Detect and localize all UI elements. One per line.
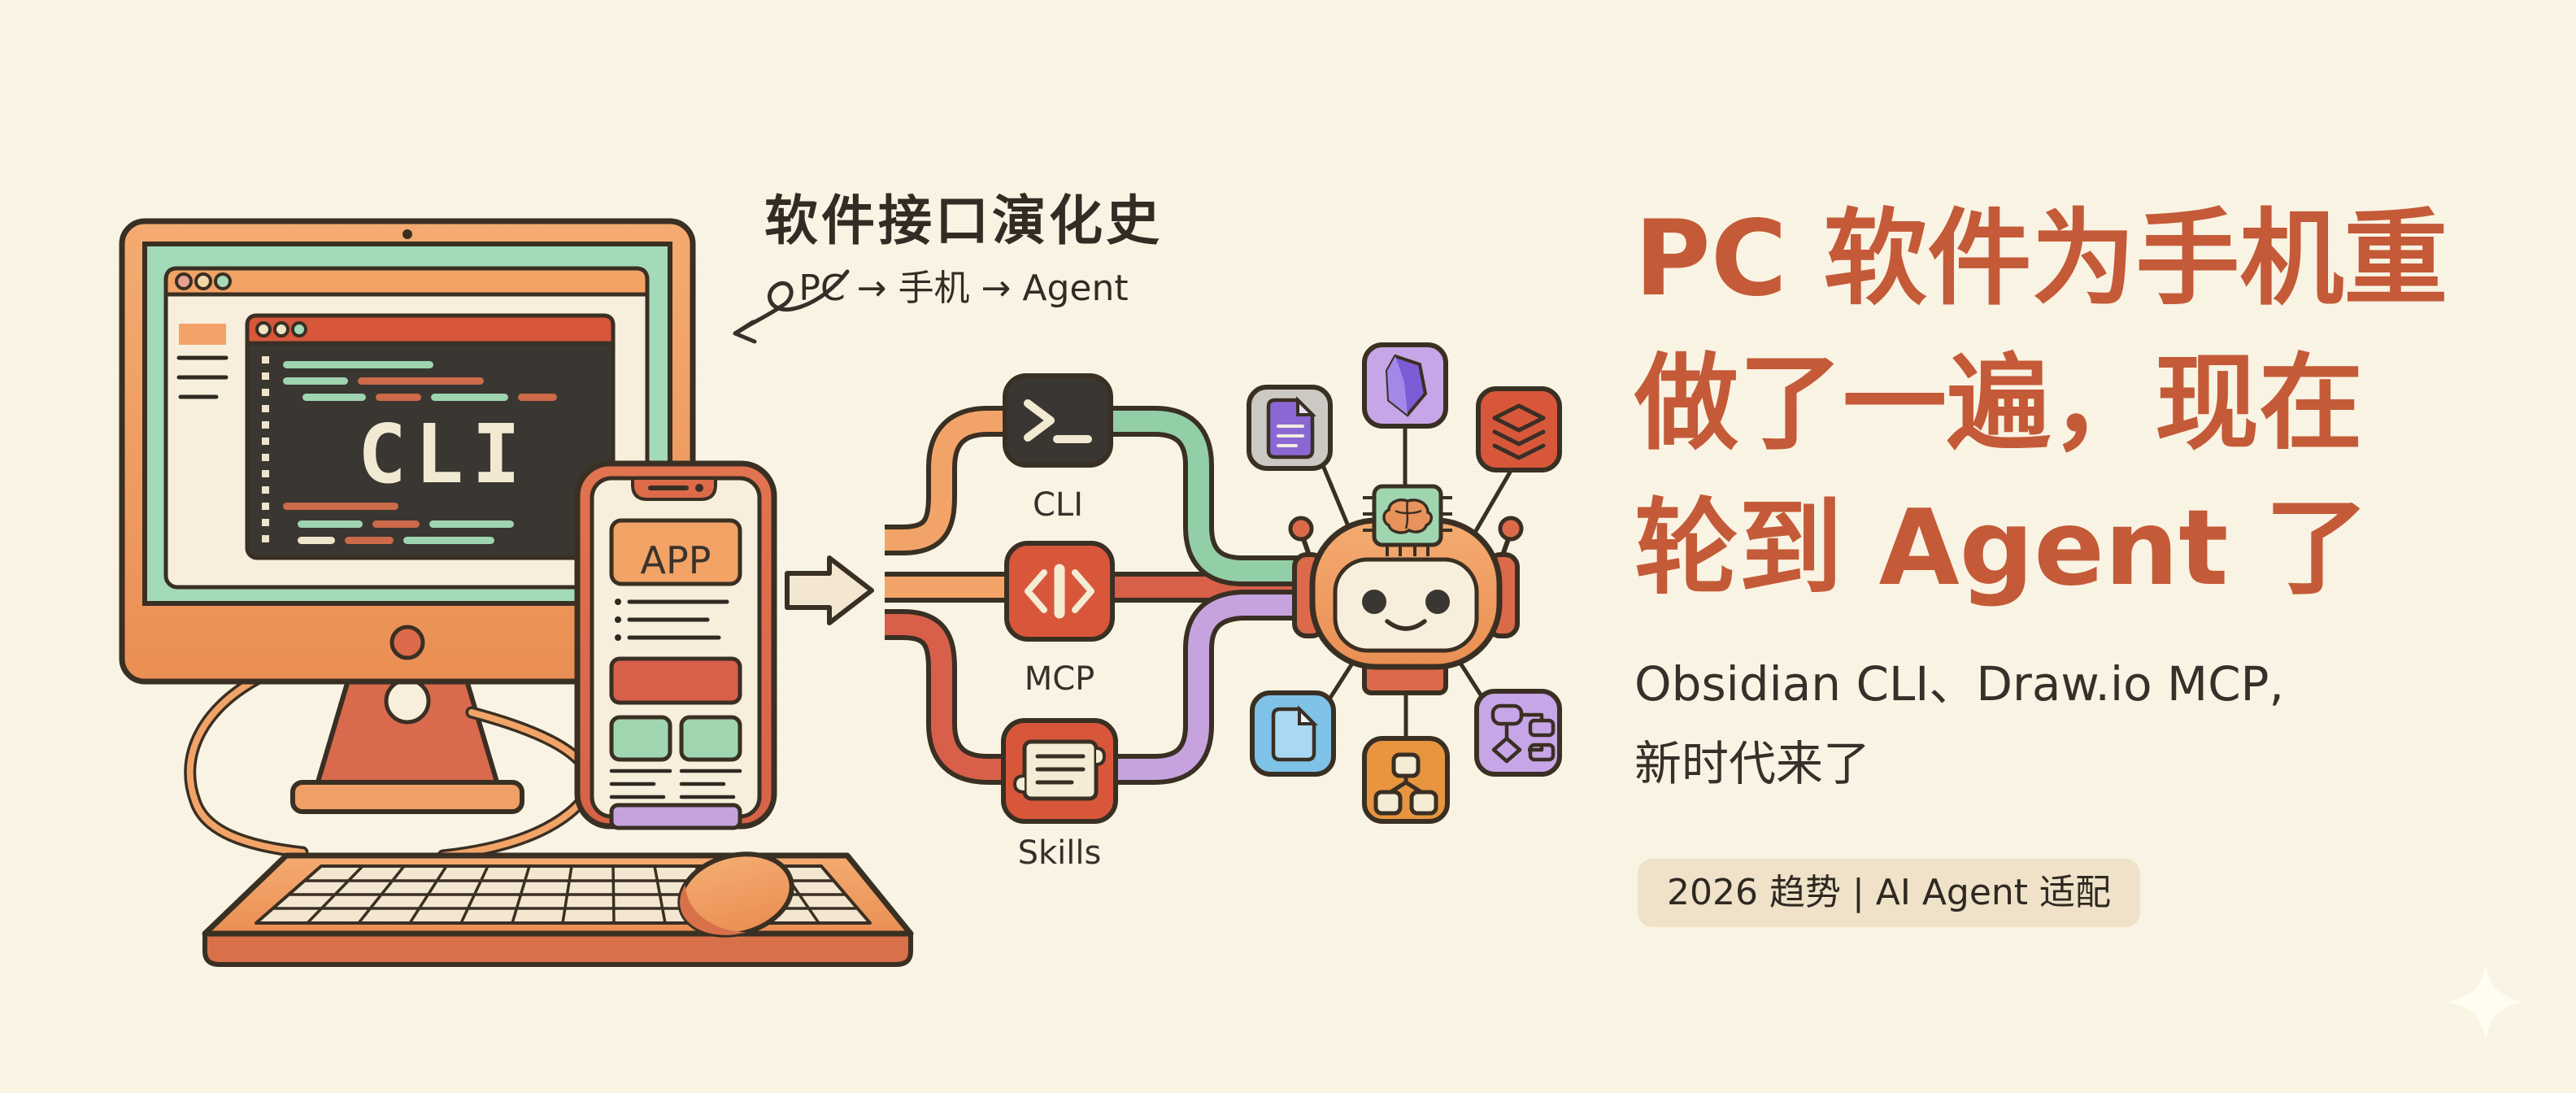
- mcp-node: [1004, 541, 1115, 642]
- terminal-dot-3: [291, 321, 307, 337]
- mouse: [677, 851, 794, 938]
- sparkle-icon: [2448, 963, 2524, 1041]
- headline-line-1: PC 软件为手机重: [1634, 198, 2448, 320]
- browser-dot-red: [175, 272, 193, 290]
- browser-sidebar: [176, 324, 228, 399]
- browser-dot-yellow: [194, 272, 212, 290]
- note-doc-icon: [1247, 385, 1333, 471]
- terminal-window: [245, 313, 616, 560]
- cli-node: [1003, 373, 1113, 468]
- headline-line-3: 轮到 Agent 了: [1634, 488, 2369, 609]
- headline-line-2: 做了一遍，现在: [1634, 343, 2364, 464]
- org-chart-icon: [1362, 736, 1450, 824]
- robot-smile: [1385, 619, 1427, 631]
- smartphone: [574, 460, 777, 830]
- terminal-prompt-icon: [1024, 399, 1092, 443]
- brain-chip: [1363, 484, 1452, 556]
- keyboard: [202, 852, 914, 967]
- evolution-caption-path: PC → 手机 → Agent: [798, 268, 1129, 309]
- robot-eye-right: [1425, 590, 1450, 614]
- terminal-dot-1: [255, 321, 272, 337]
- desktop-computer-illustration: [119, 218, 914, 967]
- scroll-icon: [1012, 739, 1107, 801]
- phone-app-text: APP: [640, 538, 711, 582]
- monitor: [119, 218, 696, 685]
- layers-stack-icon: [1476, 386, 1562, 472]
- phone-caption-lines: [609, 769, 742, 799]
- doodle-swirl-arrow: [736, 269, 850, 334]
- terminal-cli-text: CLI: [357, 407, 529, 502]
- phone-banner: [609, 656, 742, 705]
- terminal-dot-2: [273, 321, 289, 337]
- trend-badge: 2026 趋势 | AI Agent 适配: [1638, 859, 2141, 927]
- robot-eye-left: [1362, 590, 1386, 614]
- monitor-stand-base: [290, 780, 524, 814]
- terminal-code-lines: [283, 361, 557, 544]
- phone-app-card: [609, 518, 742, 586]
- cli-node-label: CLI: [1032, 486, 1083, 524]
- subheadline-line-1: Obsidian CLI、Draw.io MCP,: [1634, 656, 2284, 712]
- phone-tile-right: [679, 715, 742, 762]
- headline: PC 软件为手机重 做了一遍，现在 轮到 Agent 了: [1634, 187, 2448, 621]
- doodle-arrowhead: [733, 320, 757, 344]
- robot-agent: [1288, 484, 1524, 695]
- subheadline: Obsidian CLI、Draw.io MCP, 新时代来了: [1634, 644, 2284, 803]
- phone-list-lines: [615, 599, 729, 641]
- mcp-node-label: MCP: [1024, 660, 1095, 698]
- terminal-gutter-dots: [262, 356, 269, 542]
- file-icon: [1250, 690, 1336, 777]
- flowchart-icon: [1474, 689, 1562, 777]
- monitor-chin-button: [389, 625, 425, 660]
- robot-face: [1333, 557, 1479, 653]
- phone-footer-block: [609, 803, 742, 830]
- browser-dot-green: [214, 272, 232, 290]
- mcp-protocol-icon: [1025, 564, 1094, 619]
- evolution-caption-title: 软件接口演化史: [764, 189, 1163, 252]
- skills-node-label: Skills: [1017, 834, 1102, 872]
- monitor-stand-hole: [384, 677, 431, 725]
- block-arrow: [785, 555, 874, 625]
- skills-node: [1001, 718, 1118, 824]
- monitor-camera-dot: [402, 229, 412, 239]
- subheadline-line-2: 新时代来了: [1634, 736, 1871, 791]
- obsidian-icon: [1362, 342, 1448, 429]
- phone-tile-left: [609, 715, 672, 762]
